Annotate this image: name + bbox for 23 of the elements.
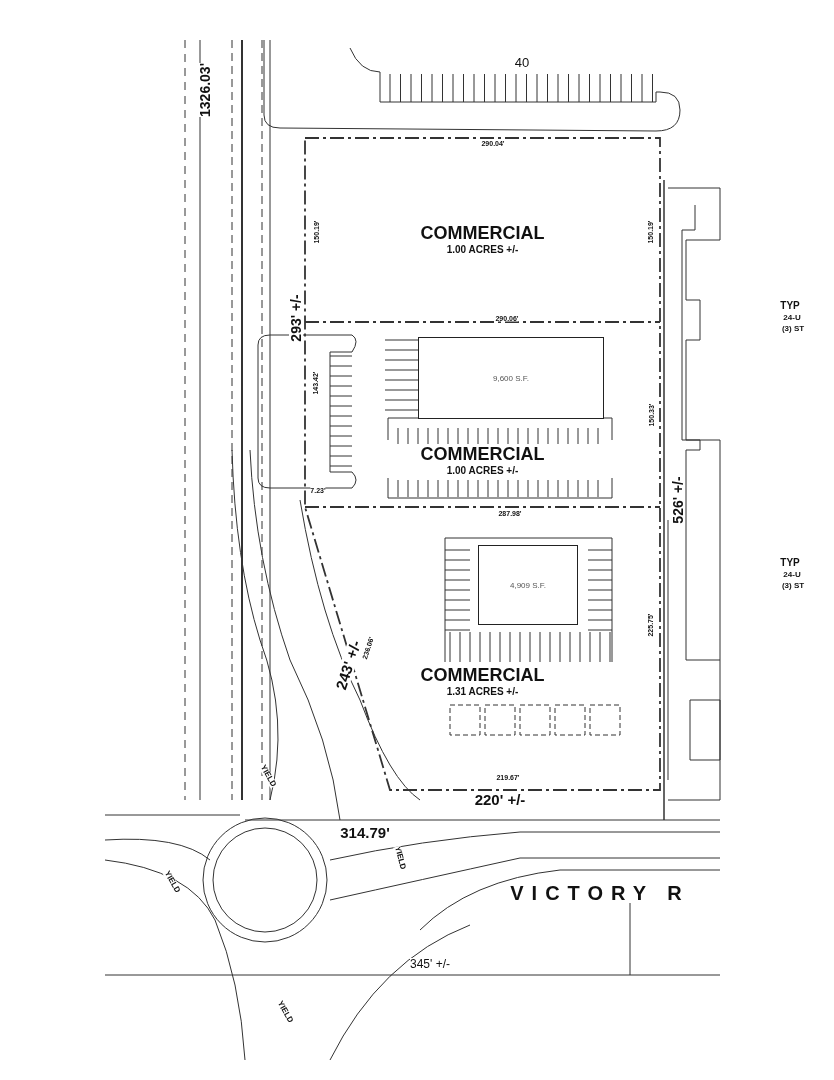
parcel-use-label: COMMERCIAL bbox=[420, 665, 545, 686]
unit-count-label: 24-U bbox=[783, 571, 801, 579]
dimension-label: 1326.03' bbox=[198, 63, 212, 117]
area-label: 4,909 S.F. bbox=[509, 580, 547, 590]
acreage-label: 1.31 ACRES +/- bbox=[446, 686, 519, 697]
unit-count-label: 24-U bbox=[783, 314, 801, 322]
yield-marking: YIELD bbox=[393, 845, 407, 871]
story-count-label: (3) ST bbox=[781, 325, 805, 333]
building-footprint bbox=[418, 337, 604, 419]
building-type-label: TYP bbox=[780, 301, 800, 311]
acreage-label: 1.00 ACRES +/- bbox=[446, 244, 519, 255]
dimension-label: 293' +/- bbox=[289, 294, 303, 342]
dimension-label: 345' +/- bbox=[410, 958, 450, 970]
building-type-label: TYP bbox=[780, 558, 800, 568]
building-footprint bbox=[478, 545, 578, 625]
dimension-label: 220' +/- bbox=[474, 791, 526, 807]
dimension-label: 526' +/- bbox=[671, 476, 685, 524]
acreage-label: 1.00 ACRES +/- bbox=[446, 465, 519, 476]
story-count-label: (3) ST bbox=[781, 582, 805, 590]
parcel-use-label: COMMERCIAL bbox=[420, 444, 545, 465]
parcel-use-label: COMMERCIAL bbox=[420, 223, 545, 244]
area-label: 9,600 S.F. bbox=[492, 373, 530, 383]
lot-number: 40 bbox=[514, 55, 530, 69]
